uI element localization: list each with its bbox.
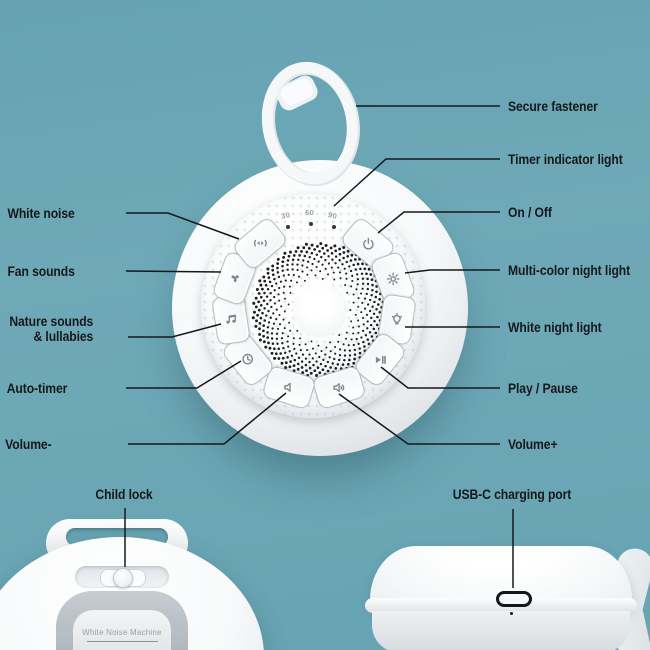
back-product-label: White Noise Machine bbox=[82, 628, 162, 637]
nature-sounds-button bbox=[211, 292, 251, 346]
timer-led-60 bbox=[309, 222, 313, 226]
play-pause-button bbox=[352, 329, 408, 389]
fan-sounds-button bbox=[211, 249, 259, 307]
volume-down-button bbox=[261, 364, 317, 410]
volume-down-icon bbox=[284, 382, 292, 392]
indicator-dot bbox=[510, 612, 514, 616]
white-night-light-button bbox=[377, 292, 417, 346]
label-multi-color-night-light: Multi-color night light bbox=[508, 263, 631, 278]
label-volume-minus: Volume- bbox=[5, 437, 52, 452]
secure-fastener-hook bbox=[261, 61, 360, 187]
volume-up-button bbox=[311, 364, 367, 410]
label-white-night-light: White night light bbox=[508, 320, 602, 335]
play-pause-icon bbox=[376, 354, 387, 364]
label-nature-sounds-line1: Nature sounds bbox=[9, 314, 94, 329]
back-label-underline bbox=[87, 641, 158, 642]
timer-led-90 bbox=[332, 225, 336, 229]
power-icon bbox=[362, 236, 374, 249]
clock-icon bbox=[242, 353, 254, 365]
usb-c-port bbox=[496, 591, 532, 607]
label-volume-plus: Volume+ bbox=[508, 437, 558, 452]
sun-icon bbox=[386, 271, 400, 285]
timer-led-30 bbox=[286, 225, 290, 229]
label-usb-c-charging-port: USB-C charging port bbox=[452, 487, 572, 502]
label-nature-sounds-line2: & lullabies bbox=[33, 329, 94, 344]
speaker-center bbox=[293, 283, 347, 337]
volume-up-icon bbox=[333, 382, 345, 392]
label-child-lock: Child lock bbox=[95, 487, 153, 502]
label-white-noise: White noise bbox=[7, 206, 75, 221]
white-noise-button bbox=[231, 214, 289, 272]
back-base-panel bbox=[73, 610, 171, 650]
speaker-grille bbox=[251, 242, 388, 377]
label-secure-fastener: Secure fastener bbox=[508, 99, 598, 114]
music-note-icon bbox=[226, 314, 237, 324]
label-timer-indicator-light: Timer indicator light bbox=[508, 152, 623, 167]
auto-timer-button bbox=[220, 329, 276, 389]
multi-color-night-light-button bbox=[369, 249, 417, 307]
label-fan-sounds: Fan sounds bbox=[7, 264, 75, 279]
bulb-icon bbox=[391, 311, 403, 324]
timer-mark-30: 30 bbox=[280, 210, 292, 221]
power-button bbox=[339, 214, 397, 272]
label-play-pause: Play / Pause bbox=[508, 381, 578, 396]
label-on-off: On / Off bbox=[508, 205, 552, 220]
side-body-lower bbox=[372, 611, 630, 650]
label-auto-timer: Auto-timer bbox=[6, 381, 68, 396]
fan-icon bbox=[231, 275, 239, 283]
label-nature-sounds: Nature sounds & lullabies bbox=[9, 314, 93, 344]
white-noise-icon bbox=[253, 239, 267, 247]
child-lock-knob bbox=[113, 567, 133, 588]
timer-mark-60: 60 bbox=[305, 208, 315, 217]
timer-mark-90: 90 bbox=[327, 210, 339, 221]
